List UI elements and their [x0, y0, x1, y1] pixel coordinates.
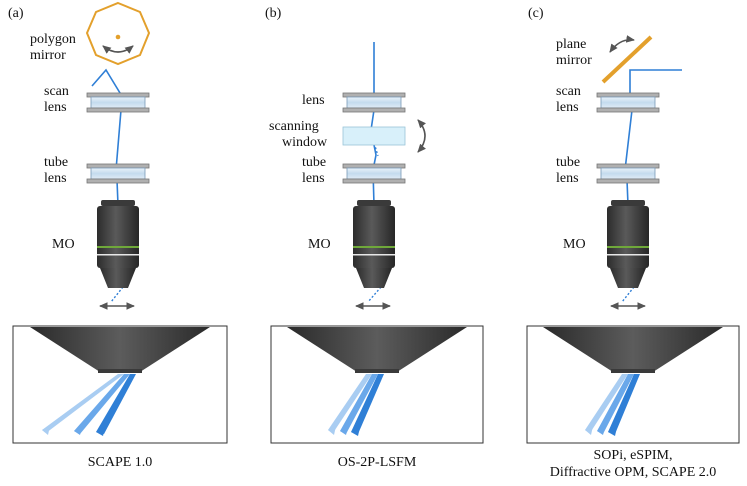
panel-b-caption: OS-2P-LSFM	[337, 455, 417, 470]
scan-lens-label-line1: scan	[556, 84, 581, 99]
light-sheet-1	[328, 374, 372, 433]
tube-lens-label-line1: tube	[302, 155, 327, 170]
tube-lens-label-line2: lens	[556, 171, 579, 186]
rotation-arrow-icon	[102, 45, 134, 54]
panel-a-optics	[12, 1, 228, 444]
polygon-mirror-icon	[85, 1, 151, 66]
tube-lens-label-line2: lens	[302, 171, 325, 186]
objective-label: MO	[308, 237, 331, 252]
tube-lens	[596, 163, 660, 184]
lens-label: lens	[302, 93, 325, 108]
microscope-objective	[97, 200, 139, 288]
scan-lens	[596, 92, 660, 113]
plane-mirror-icon	[601, 35, 653, 84]
tube-lens	[86, 163, 150, 184]
scan-lens	[86, 92, 150, 113]
panel-b-optics	[270, 42, 484, 444]
panel-a-letter: (a)	[8, 6, 24, 21]
panel-c-optics	[526, 35, 740, 444]
tube-lens-label-line1: tube	[556, 155, 581, 170]
panel-c-caption-line1: SOPi, eSPIM,	[593, 448, 673, 463]
beam-path-lower	[621, 286, 635, 303]
polygon-mirror-label-line1: polygon	[30, 32, 76, 47]
plane-mirror-label-line1: plane	[556, 37, 587, 52]
panel-a-caption: SCAPE 1.0	[87, 455, 153, 470]
light-sheet-3	[351, 374, 384, 434]
panel-c-letter: (c)	[528, 6, 544, 21]
scanning-window-label-line2: window	[282, 135, 328, 150]
light-sheet-1	[585, 374, 628, 433]
polygon-center-dot	[115, 34, 121, 40]
rotation-arrow-icon	[417, 119, 426, 153]
polygon-mirror-label-line2: mirror	[30, 48, 66, 63]
beam-path-lower	[367, 286, 382, 303]
scanning-window-label-line1: scanning	[269, 119, 319, 134]
beam-path	[91, 68, 122, 206]
zoom-box-c	[526, 325, 740, 444]
microscope-objective	[353, 200, 395, 288]
light-sheet-3	[96, 374, 136, 434]
light-sheet-2	[74, 374, 130, 434]
beam-path	[624, 69, 682, 206]
zoom-box-b	[270, 325, 484, 444]
light-sheet-1	[42, 374, 124, 433]
objective-label: MO	[563, 237, 586, 252]
plane-mirror-label-line2: mirror	[556, 53, 592, 68]
light-sheet-2	[597, 374, 634, 434]
light-sheet-3	[608, 374, 640, 434]
rotation-arrow-icon	[609, 35, 635, 53]
tube-lens-label-line1: tube	[44, 155, 69, 170]
scan-lens-label-line2: lens	[44, 100, 67, 115]
scan-lens-label-line1: scan	[44, 84, 69, 99]
scanning-window	[342, 126, 406, 146]
light-sheet-2	[340, 374, 378, 434]
panel-c-caption-line2: Diffractive OPM, SCAPE 2.0	[549, 465, 717, 480]
relay-lens	[342, 92, 406, 113]
scan-lens-label-line2: lens	[556, 100, 579, 115]
tube-lens-label-line2: lens	[44, 171, 67, 186]
beam-path-lower	[110, 286, 124, 303]
panel-b-letter: (b)	[265, 6, 282, 21]
zoom-box-a	[12, 325, 228, 444]
tube-lens	[342, 163, 406, 184]
microscope-objective	[607, 200, 649, 288]
objective-label: MO	[52, 237, 75, 252]
